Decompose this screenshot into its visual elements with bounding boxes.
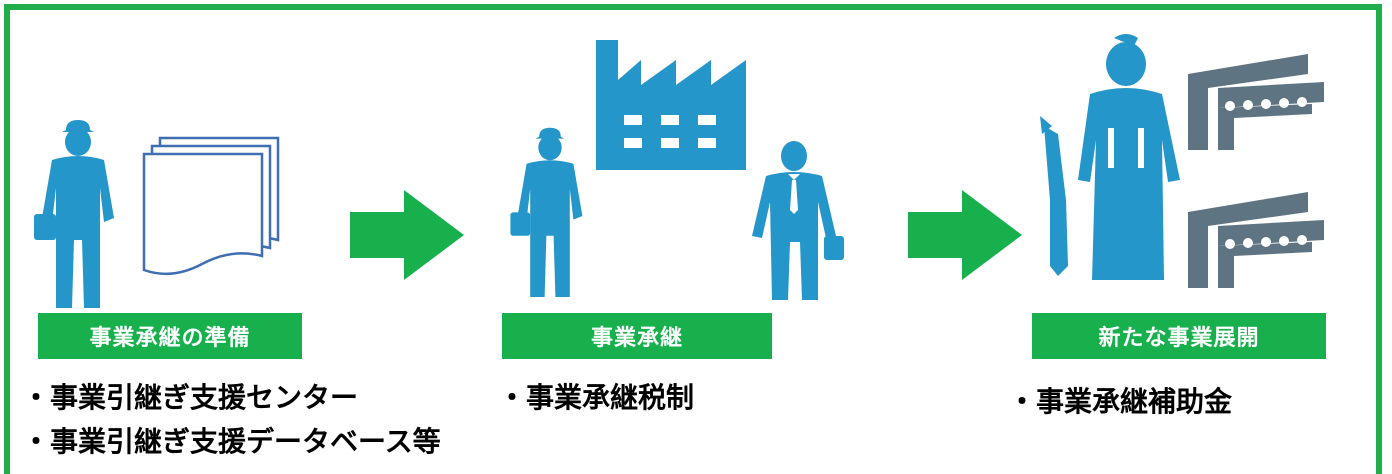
businessman-icon <box>752 141 844 300</box>
arrow-right-icon <box>350 190 464 280</box>
documents-icon <box>142 136 280 276</box>
worker-icon <box>510 127 583 297</box>
worker-icon <box>34 120 114 308</box>
note-support-database: ・事業引継ぎ支援データベース等 <box>22 425 441 458</box>
shop-icon <box>1188 192 1324 288</box>
factory-icon <box>596 40 746 170</box>
stage-label-succession: 事業承継 <box>502 313 772 359</box>
fishmonger-icon <box>1040 34 1180 280</box>
shop-icon <box>1188 54 1324 150</box>
note-subsidy: ・事業承継補助金 <box>1008 385 1233 418</box>
stage-label-new-business: 新たな事業展開 <box>1032 313 1326 359</box>
stage-label-preparation: 事業承継の準備 <box>38 313 302 359</box>
arrow-right-icon <box>908 190 1022 280</box>
note-tax-system: ・事業承継税制 <box>498 381 695 414</box>
diagram-frame <box>4 4 1382 474</box>
note-support-center: ・事業引継ぎ支援センター <box>22 381 359 414</box>
